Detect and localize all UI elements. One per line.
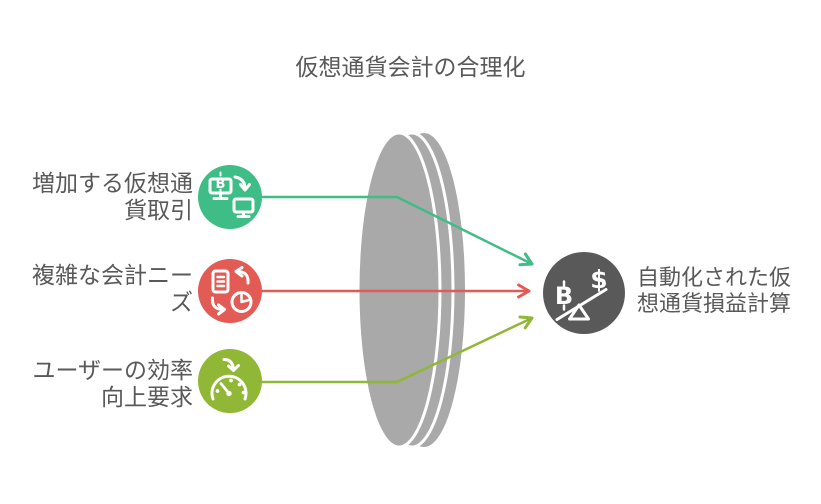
document-chart-sync-icon (210, 266, 253, 316)
dollar-glyph: $ (590, 265, 607, 294)
bitcoin-transfer-icon: B (208, 171, 255, 218)
output-label-automated-pnl: 自動化された仮 想通貨損益計算 (637, 265, 807, 317)
label-line: 複雑な会計ニー (32, 262, 193, 288)
label-line: 想通貨損益計算 (637, 291, 792, 316)
label-line: 貨取引 (124, 197, 193, 223)
bitcoin-glyph: B (555, 282, 573, 310)
input-label-increasing-transactions: 増加する仮想通 貨取引 (23, 170, 193, 224)
gauge-icon (210, 358, 248, 401)
label-line: 向上要求 (101, 384, 193, 410)
label-line: 自動化された仮 (637, 265, 792, 290)
label-line: ズ (170, 289, 193, 315)
bitcoin-glyph: B (216, 177, 226, 192)
output-node-automated-pnl: B $ (543, 252, 625, 334)
input-node-increasing-transactions: B (198, 165, 262, 229)
label-line: 増加する仮想通 (32, 170, 193, 196)
funnel-lens (356, 131, 465, 449)
input-node-user-efficiency (198, 349, 262, 413)
diagram-title: 仮想通貨会計の合理化 (295, 54, 526, 80)
input-label-complex-accounting: 複雑な会計ニー ズ (23, 262, 193, 316)
bitcoin-dollar-balance-icon: B $ (555, 265, 608, 321)
input-node-complex-accounting (198, 259, 262, 323)
label-line: ユーザーの効率 (32, 357, 193, 383)
input-label-user-efficiency: ユーザーの効率 向上要求 (23, 357, 193, 411)
